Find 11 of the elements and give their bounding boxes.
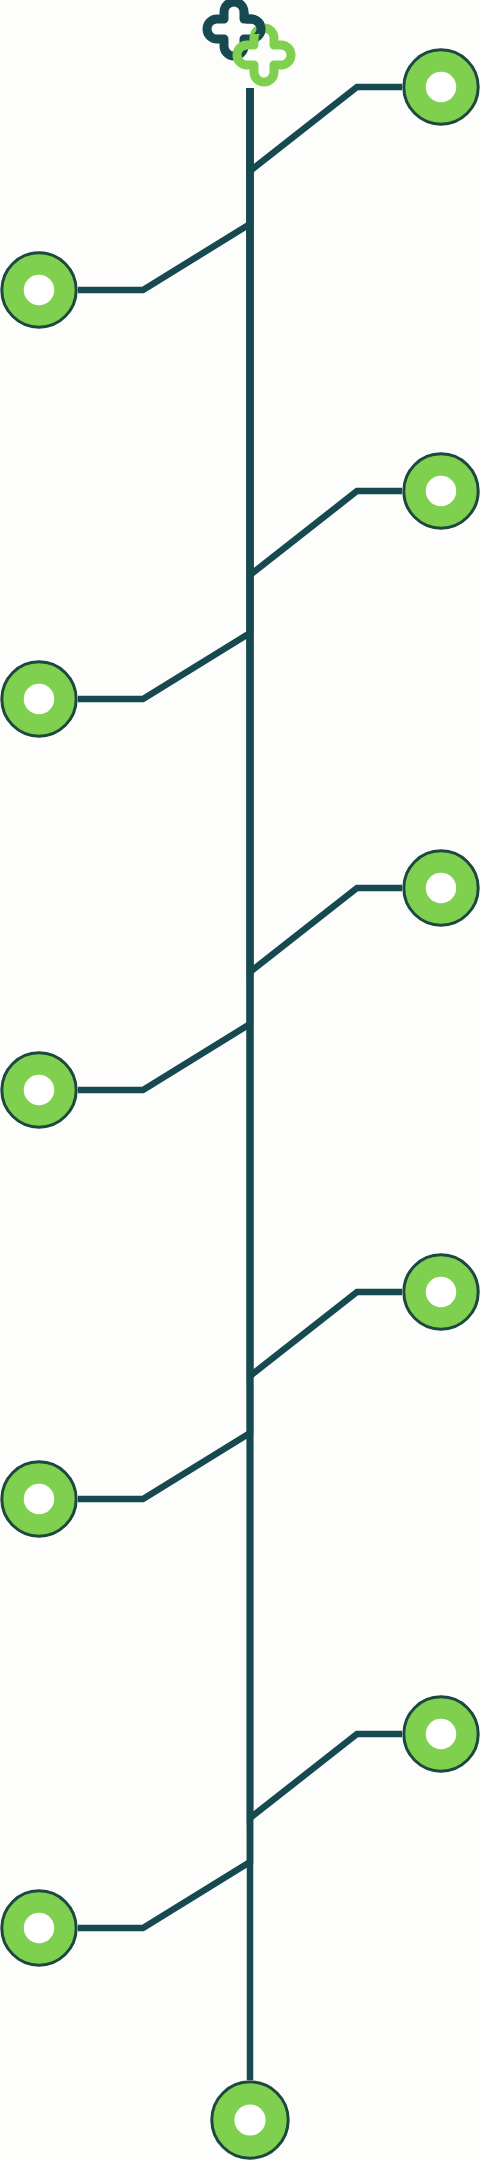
milestone-circle [402,48,480,126]
milestone-circle [0,1889,78,1967]
milestone-circle [402,849,480,927]
milestone-circle [402,1253,480,1331]
milestone-circle [0,1051,78,1129]
milestone-circle [402,1695,480,1773]
milestone-circle [0,251,78,329]
milestone-circle [402,452,480,530]
milestone-circle [0,660,78,738]
milestone-circle [0,1460,78,1538]
milestone-circle [210,2080,290,2160]
